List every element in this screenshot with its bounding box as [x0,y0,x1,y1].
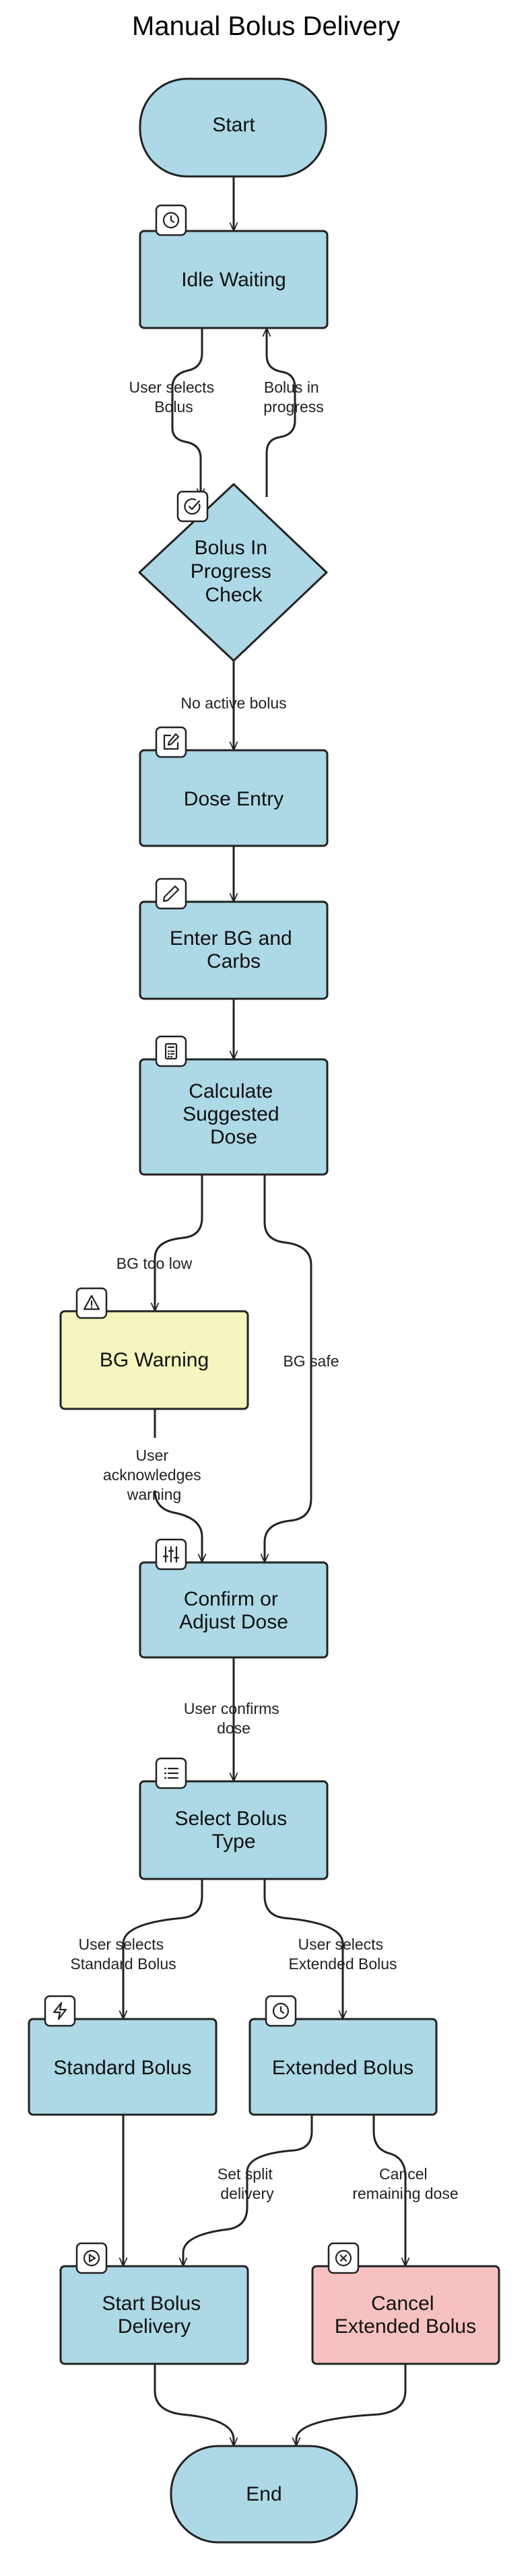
node-enter-bg-and-carbs[interactable]: Enter BG and Carbs [139,900,329,1000]
node-select-type-label: Select Bolus Type [174,1808,292,1853]
node-calculate-shape [139,1058,329,1176]
edge-label-user-selects-standard: User selects Standard Bolus [70,1936,176,1973]
node-cancel-label: Cancel Extended Bolus [335,2292,476,2338]
edge-label-user-confirms: User confirms dose [184,1700,284,1737]
check-circle-icon [176,490,209,523]
x-circle-icon [327,2242,360,2274]
edge-label-bolus-in-progress: Bolus in progress [263,378,323,416]
zap-icon [44,1995,76,2027]
node-start-delivery-label: Start Bolus Delivery [102,2292,206,2338]
edge-idle-check [171,328,202,497]
node-bolus-in-progress-check[interactable]: Bolus In Progress Check [138,483,328,662]
node-start-label: Start [212,114,255,136]
node-extended-label: Extended Bolus [272,2057,413,2079]
edge-label-user-acknowledges: User acknowledges warning [103,1447,205,1503]
node-standard-label: Standard Bolus [53,2057,191,2079]
node-calculate-label: Calculate Suggested Dose [182,1080,285,1148]
node-confirm-shape [139,1561,329,1659]
node-end-label: End [246,2483,281,2505]
node-start[interactable]: Start [139,77,327,178]
node-enter-bg-label: Enter BG and Carbs [170,927,298,972]
node-cancel-shape [311,2265,500,2365]
node-end-shape [170,2445,358,2544]
edge-label-no-active-bolus: No active bolus [180,694,286,712]
node-confirm-or-adjust-dose[interactable]: Confirm or Adjust Dose [139,1561,329,1659]
edge-select-extended [263,1879,343,2019]
node-select-type-shape [139,1780,329,1880]
clock-icon [265,1995,297,2027]
node-dose-entry-label: Dose Entry [184,788,284,810]
edge-cancel-end [296,2364,407,2446]
node-extended-shape [248,2018,438,2116]
edge-calculate-warning [155,1175,203,1311]
list-icon [155,1757,187,1789]
node-start-shape [139,77,327,178]
node-dose-entry-shape [139,749,329,847]
node-check-shape [138,483,328,662]
node-check-label: Bolus In Progress Check [191,537,277,606]
node-enter-bg-shape [139,900,329,1000]
edge-label-user-selects-bolus: User selects Bolus [129,378,219,416]
node-start-delivery-shape [59,2265,249,2365]
edge-start-delivery-end [154,2364,234,2446]
edge-extended-cancel [372,2115,405,2266]
edge-label-cancel-remaining-dose: Cancel remaining dose [352,2165,458,2202]
node-bg-warning[interactable]: BG Warning [59,1310,249,1410]
node-calculate-suggested-dose[interactable]: Calculate Suggested Dose [139,1058,329,1176]
node-extended-bolus[interactable]: Extended Bolus [248,2018,438,2116]
node-cancel-extended-bolus[interactable]: Cancel Extended Bolus [311,2265,500,2365]
node-idle-waiting[interactable]: Idle Waiting [139,230,329,329]
clock-icon [155,204,187,236]
pencil-icon [155,878,187,910]
node-idle-waiting-shape [139,230,329,329]
calculator-icon [155,1035,187,1067]
warning-icon [75,1287,108,1319]
edge-check-idle [267,328,296,497]
edge-label-set-split-delivery: Set split delivery [218,2165,277,2202]
sliders-icon [155,1538,187,1571]
play-circle-icon [75,2242,108,2274]
edge-calculate-confirm [265,1175,312,1562]
node-bg-warning-label: BG Warning [100,1349,209,1371]
edit-square-icon [155,726,187,758]
edge-warning-confirm [154,1409,202,1562]
node-bg-warning-shape [59,1310,249,1410]
node-end[interactable]: End [170,2445,358,2544]
node-standard-shape [28,2018,218,2116]
diagram-title: Manual Bolus Delivery [132,11,400,41]
node-standard-bolus[interactable]: Standard Bolus [28,2018,218,2116]
node-select-bolus-type[interactable]: Select Bolus Type [139,1780,329,1880]
edge-label-user-selects-extended: User selects Extended Bolus [288,1936,397,1973]
edge-extended-start-delivery [183,2115,313,2266]
node-dose-entry[interactable]: Dose Entry [139,749,329,847]
edge-label-bg-too-low: BG too low [117,1255,193,1272]
edge-label-bg-safe: BG safe [283,1352,339,1370]
node-start-bolus-delivery[interactable]: Start Bolus Delivery [59,2265,249,2365]
edges [123,177,405,2446]
node-idle-waiting-label: Idle Waiting [181,269,286,291]
node-confirm-label: Confirm or Adjust Dose [179,1588,288,1633]
edge-select-standard [123,1879,203,2019]
